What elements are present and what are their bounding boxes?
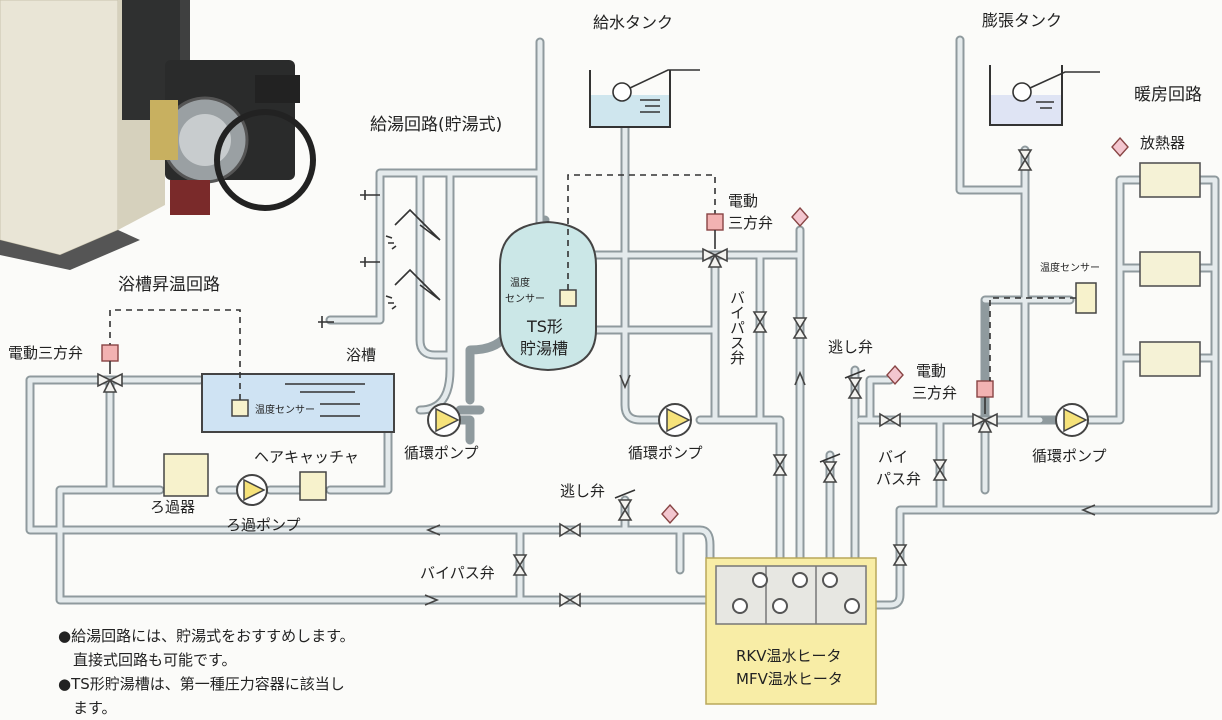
pump-hot-water-left	[427, 403, 461, 437]
note-line-2: 直接式回路も可能です。	[58, 651, 237, 669]
bath-sensor-label: 温度センサー	[255, 403, 315, 416]
note-line-1: ●給湯回路には、貯湯式をおすすめします。	[58, 627, 355, 645]
bypass-valve-right-label-1: バイ	[878, 448, 908, 466]
shower-fixtures	[318, 190, 441, 328]
heating-sensor-label: 温度センサー	[1040, 261, 1100, 274]
relief-valve-center-label: 逃し弁	[828, 338, 873, 356]
heater-unit	[705, 557, 877, 705]
storage-tank-label-2: 貯湯槽	[520, 339, 568, 358]
radiator-1	[1139, 162, 1201, 198]
pump-hot-water-center-label: 循環ポンプ	[628, 444, 703, 462]
radiator-2	[1139, 251, 1201, 287]
pump-hot-water-center	[658, 403, 692, 437]
air-vent-4	[661, 503, 679, 525]
heater-label-2: MFV温水ヒータ	[736, 670, 843, 688]
filter-pump-label: ろ過ポンプ	[226, 516, 301, 534]
bypass-valve-right-label-2: パス弁	[876, 470, 921, 488]
note-line-4: ます。	[58, 699, 117, 717]
pump-heating	[1055, 403, 1089, 437]
bath-temp-sensor	[231, 399, 249, 417]
bathtub	[109, 309, 395, 433]
actuator-left	[101, 344, 119, 362]
air-vent-1	[791, 206, 809, 228]
tank-sensor-label-1: 温度	[510, 276, 530, 289]
motorized-valve-left-label: 電動三方弁	[8, 344, 83, 362]
water-supply-tank-label: 給水タンク	[593, 13, 673, 32]
pump-hot-water-left-label: 循環ポンプ	[404, 444, 479, 462]
notes: ●給湯回路には、貯湯式をおすすめします。 直接式回路も可能です。 ●TS形貯湯槽…	[58, 624, 355, 720]
filter-unit	[163, 453, 209, 497]
hair-catcher-label: ヘアキャッチャ	[254, 448, 359, 466]
expansion-tank-label: 膨張タンク	[982, 11, 1062, 30]
radiator-3	[1139, 341, 1201, 377]
note-line-3: ●TS形貯湯槽は、第一種圧力容器に該当し	[58, 675, 345, 693]
water-supply-tank	[589, 69, 700, 128]
hair-catcher-unit	[299, 471, 327, 501]
relief-valve-bottom-label: 逃し弁	[560, 482, 605, 500]
air-vent-2	[886, 364, 904, 386]
filter-label: ろ過器	[150, 498, 195, 516]
expansion-tank	[989, 65, 1100, 126]
heater-label-1: RKV温水ヒータ	[736, 647, 842, 665]
bath-heating-circuit-label: 浴槽昇温回路	[118, 275, 220, 295]
bathtub-label: 浴槽	[346, 346, 376, 364]
motorized-valve-right-label-2: 三方弁	[912, 384, 957, 402]
radiator-label: 放熱器	[1140, 134, 1185, 152]
tank-sensor-label-2: センサー	[505, 293, 545, 305]
bypass-valve-bottom-label: バイパス弁	[420, 564, 495, 582]
boiler-photo	[0, 0, 316, 270]
pump-heating-label: 循環ポンプ	[1032, 447, 1107, 465]
pipe-network	[25, 35, 1220, 610]
hot-water-circuit-label: 給湯回路(貯湯式)	[370, 115, 502, 135]
flow-arrows	[424, 370, 1096, 606]
storage-tank	[499, 174, 716, 372]
air-vent-3	[1111, 136, 1129, 158]
motorized-valve-center-label-2: 三方弁	[728, 214, 773, 232]
storage-tank-label-1: TS形	[526, 317, 563, 336]
valves	[97, 149, 1033, 608]
bypass-valve-vertical-label: バイパス弁	[728, 290, 746, 365]
tank-temp-sensor	[559, 289, 577, 307]
pump-filter	[236, 474, 268, 506]
motorized-valve-right-label-1: 電動	[916, 362, 946, 380]
heating-circuit-label: 暖房回路	[1134, 85, 1202, 105]
actuator-center	[706, 213, 724, 231]
heating-temp-sensor	[1075, 282, 1097, 314]
actuator-right	[976, 380, 994, 398]
motorized-valve-center-label-1: 電動	[728, 192, 758, 210]
